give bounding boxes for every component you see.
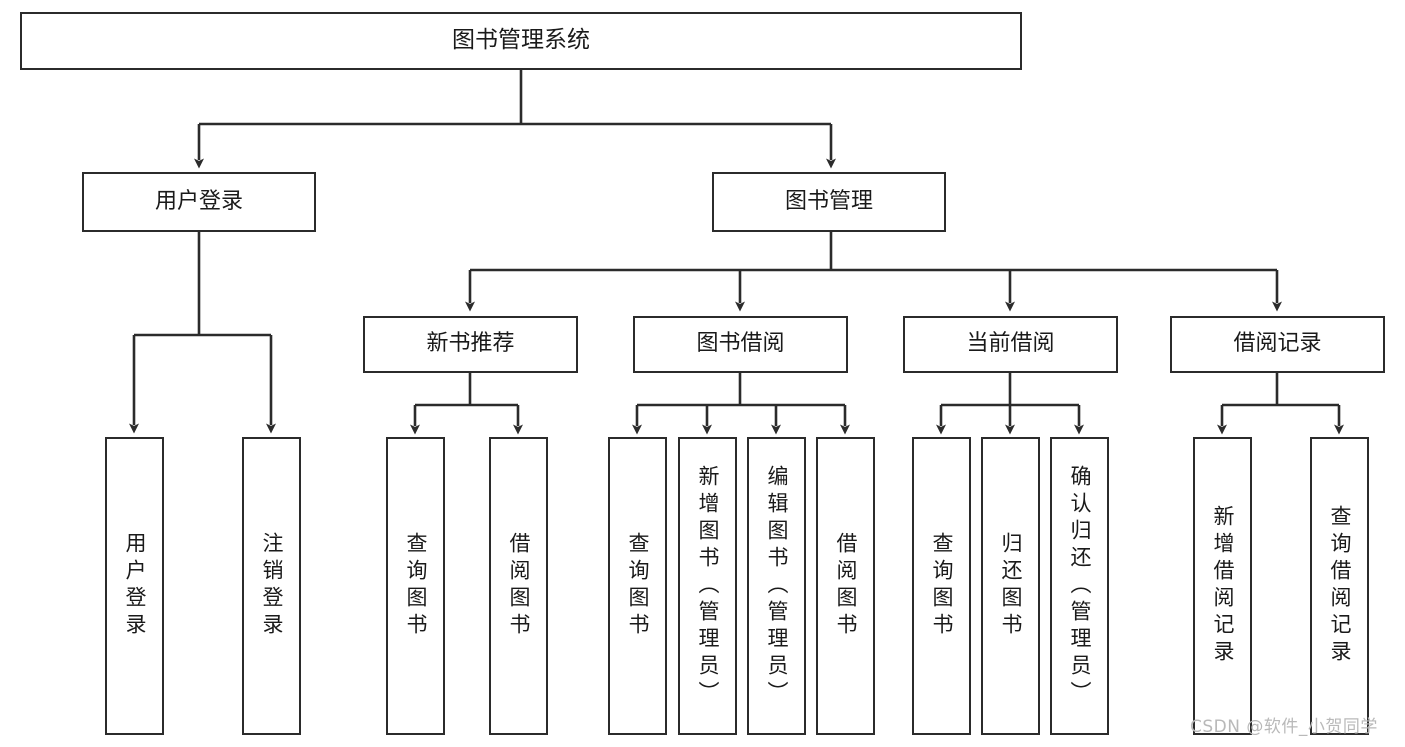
node-label: 编辑图书（管理员） [765,464,789,708]
node-label: 用户登录 [123,532,147,640]
node-label: 新增借阅记录 [1211,505,1235,667]
node-user-login[interactable]: 用户登录 [82,172,316,232]
node-label: 新增图书（管理员） [696,464,720,708]
node-label: 查询借阅记录 [1328,505,1352,667]
node-label: 查询图书 [404,532,428,640]
leaf-current-return-book[interactable]: 归还图书 [981,437,1040,735]
node-label: 新书推荐 [426,331,515,357]
leaf-user-login-signin[interactable]: 用户登录 [105,437,164,735]
leaf-current-confirm-return-admin[interactable]: 确认归还（管理员） [1050,437,1109,735]
node-label: 图书管理 [784,188,873,214]
leaf-borrow-query-book[interactable]: 查询图书 [608,437,667,735]
node-new-book-recommend[interactable]: 新书推荐 [363,316,578,373]
leaf-borrow-add-book-admin[interactable]: 新增图书（管理员） [678,437,737,735]
node-book-management[interactable]: 图书管理 [712,172,946,232]
leaf-new-book-borrow[interactable]: 借阅图书 [489,437,548,735]
node-label: 图书管理系统 [452,27,590,54]
node-label: 确认归还（管理员） [1068,464,1092,708]
node-label: 查询图书 [930,532,954,640]
node-label: 借阅记录 [1233,331,1322,357]
leaf-borrow-borrow-book[interactable]: 借阅图书 [816,437,875,735]
node-label: 借阅图书 [507,532,531,640]
node-label: 当前借阅 [966,331,1055,357]
leaf-borrow-edit-book-admin[interactable]: 编辑图书（管理员） [747,437,806,735]
node-label: 借阅图书 [834,532,858,640]
leaf-records-add-record[interactable]: 新增借阅记录 [1193,437,1252,735]
node-label: 用户登录 [154,188,243,214]
leaf-user-login-signout[interactable]: 注销登录 [242,437,301,735]
leaf-current-query-book[interactable]: 查询图书 [912,437,971,735]
leaf-new-book-query[interactable]: 查询图书 [386,437,445,735]
node-label: 图书借阅 [696,331,785,357]
node-root-system[interactable]: 图书管理系统 [20,12,1022,70]
node-current-borrow[interactable]: 当前借阅 [903,316,1118,373]
node-borrow-records[interactable]: 借阅记录 [1170,316,1385,373]
node-label: 查询图书 [626,532,650,640]
leaf-records-query-record[interactable]: 查询借阅记录 [1310,437,1369,735]
node-label: 归还图书 [999,532,1023,640]
node-label: 注销登录 [260,532,284,640]
node-book-borrow[interactable]: 图书借阅 [633,316,848,373]
